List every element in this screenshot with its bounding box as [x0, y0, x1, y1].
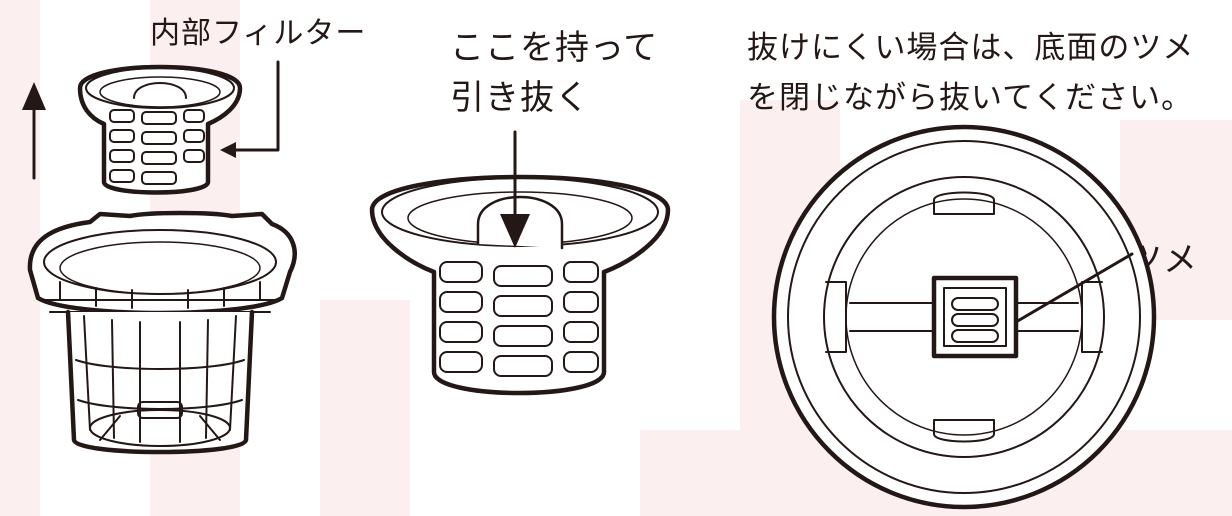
- hold-here-label-line1: ここを持って: [450, 28, 659, 68]
- lift-up-arrow: [22, 82, 46, 180]
- hold-here-label-line2: 引き抜く: [450, 78, 590, 118]
- tab-leader: [1014, 252, 1134, 324]
- hold-here-arrow: [500, 130, 530, 248]
- inner-filter-label: 内部フィルター: [150, 16, 367, 51]
- filter-bottom-view: [771, 124, 1157, 510]
- note-line2: を閉じながら抜いてください。: [747, 80, 1194, 116]
- watermark-band: [320, 300, 410, 516]
- outer-filter-housing: [27, 210, 297, 455]
- inner-filter-large: [369, 174, 671, 396]
- inner-filter-small: [77, 64, 243, 195]
- note-line1: 抜けにくい場合は、底面のツメ: [747, 30, 1195, 66]
- inner-filter-leader: [220, 60, 280, 158]
